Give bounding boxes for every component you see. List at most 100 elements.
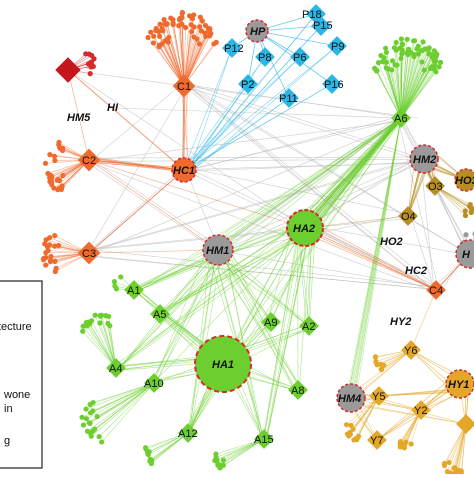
leaf-node — [105, 321, 110, 326]
leaf-node — [162, 22, 167, 27]
leaf-node — [55, 187, 60, 192]
leaf-node — [177, 17, 182, 22]
leaf-node — [189, 29, 194, 34]
leaf-node — [89, 53, 94, 58]
leaf-node — [164, 38, 169, 43]
legend-line-1: tecture — [0, 321, 32, 333]
edge — [216, 250, 436, 288]
label-p9: P9 — [331, 41, 344, 53]
leaf-node — [97, 434, 102, 439]
leaf-node — [459, 468, 464, 473]
edge — [87, 383, 154, 431]
leaf-node — [206, 26, 211, 31]
node-y-extra[interactable] — [456, 414, 474, 434]
label-y2: Y2 — [414, 405, 427, 417]
leaf-node — [170, 17, 175, 22]
label-y6: Y6 — [404, 345, 417, 357]
leaf-node — [398, 439, 403, 444]
leaf-node — [160, 28, 165, 33]
label-c2: C2 — [82, 155, 96, 167]
leaf-node — [106, 314, 111, 319]
label-o3: O3 — [428, 181, 443, 193]
leaf-node — [52, 233, 57, 238]
leaf-node — [191, 34, 196, 39]
label-hm5: HM5 — [67, 112, 91, 124]
label-a5: A5 — [153, 309, 166, 321]
leaf-node — [411, 38, 416, 43]
leaf-node — [98, 314, 103, 319]
leaf-node — [95, 414, 100, 419]
leaf-node — [143, 446, 148, 451]
node-large-red[interactable] — [55, 57, 80, 82]
label-p15: P15 — [313, 20, 333, 32]
leaf-node — [463, 213, 468, 218]
leaf-node — [81, 422, 86, 427]
leaf-node — [419, 59, 424, 64]
leaf-node — [151, 40, 156, 45]
label-a6: A6 — [394, 113, 407, 125]
leaf-node — [374, 362, 379, 367]
leaf-node — [88, 64, 93, 69]
leaf-node — [344, 422, 349, 427]
leaf-node — [200, 18, 205, 23]
edge — [308, 220, 436, 290]
leaf-node — [171, 22, 176, 27]
leaf-node — [405, 37, 410, 42]
label-a12: A12 — [178, 428, 198, 440]
leaf-node — [81, 324, 86, 329]
leaf-node — [159, 41, 164, 46]
leaf-node — [161, 17, 166, 22]
label-a10: A10 — [144, 378, 164, 390]
label-y7: Y7 — [370, 435, 383, 447]
leaf-node — [60, 183, 65, 188]
leaf-node — [90, 400, 95, 405]
edge — [184, 57, 265, 167]
label-p2: P2 — [241, 79, 254, 91]
leaf-node — [88, 410, 93, 415]
leaf-node — [43, 262, 48, 267]
leaf-node — [422, 68, 427, 73]
leaf-node — [45, 171, 50, 176]
leaf-node — [89, 318, 94, 323]
leaf-node — [97, 320, 102, 325]
label-hy2: HY2 — [390, 316, 411, 328]
leaf-node — [49, 174, 54, 179]
leaf-node — [83, 51, 88, 56]
leaf-node — [348, 432, 353, 437]
label-a4: A4 — [109, 363, 122, 375]
leaf-node — [60, 148, 65, 153]
leaf-node — [56, 140, 61, 145]
label-p11: P11 — [279, 93, 298, 105]
label-p12: P12 — [224, 43, 244, 55]
label-hm4: HM4 — [338, 393, 361, 405]
leaf-node — [212, 458, 217, 463]
label-o4: O4 — [401, 211, 416, 223]
edge — [297, 119, 399, 220]
leaf-node — [211, 41, 216, 46]
leaf-node — [389, 67, 394, 72]
leaf-node — [446, 460, 451, 465]
leaf-node — [399, 51, 404, 56]
label-hm1: HM1 — [206, 245, 229, 257]
leaf-node — [114, 286, 119, 291]
edge — [186, 84, 248, 170]
leaf-node — [442, 461, 447, 466]
leaf-node — [93, 313, 98, 318]
edge — [89, 170, 184, 253]
edge — [89, 168, 182, 251]
leaf-node — [432, 58, 437, 63]
leaf-node — [379, 367, 384, 372]
label-a15: A15 — [254, 434, 274, 446]
leaf-node — [374, 68, 379, 73]
edge — [99, 383, 154, 437]
edge — [267, 234, 309, 437]
leaf-node — [394, 48, 399, 53]
leaf-node — [378, 53, 383, 58]
legend-line-3: in — [4, 403, 13, 415]
leaf-node — [87, 420, 92, 425]
leaf-node — [433, 69, 438, 74]
label-ha2: HA2 — [293, 223, 315, 235]
leaf-node — [400, 42, 405, 47]
leaf-node — [348, 423, 353, 428]
